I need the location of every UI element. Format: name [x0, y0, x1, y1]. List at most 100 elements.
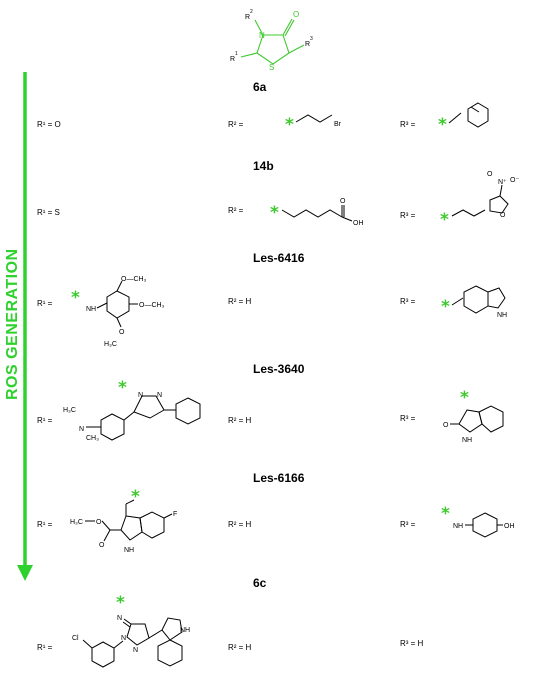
attachment-star: * — [71, 288, 80, 308]
core-n-r2-bond — [254, 19, 264, 36]
core-ring-bonds — [256, 34, 290, 65]
r1-label: R¹ = O — [37, 120, 61, 129]
r3-label: R³ = — [400, 211, 416, 220]
r3-indole-pyrrole — [487, 287, 506, 309]
r1-ome-bond-3 — [116, 317, 122, 328]
r1-indole-bond — [148, 629, 163, 639]
r3-oxindole-lactam — [458, 409, 483, 433]
core-r1-sup: 1 — [235, 51, 238, 57]
r2-label: R² = H — [228, 297, 252, 306]
compound-name: Les-3640 — [253, 362, 305, 376]
compound-6a: 6a R¹ = O R² = R³ = * Br * — [37, 80, 489, 135]
core-s-atom: S — [269, 63, 274, 72]
r1-pyrazoline — [133, 395, 165, 419]
compound-name: 6c — [253, 576, 267, 590]
core-carbonyl-bond-2 — [284, 19, 295, 37]
r3-oxindole-benzo — [478, 405, 504, 433]
r1-link-bond — [123, 411, 135, 421]
r3-nitro-o1: O — [487, 171, 493, 178]
r1-ome-1: O—CH₃ — [121, 276, 147, 283]
r1-fluoro-bond — [163, 513, 173, 519]
r1-cl-bond — [82, 639, 93, 649]
compound-14b: 14b R¹ = S R² = R³ = * O OH * O N⁺ O O⁻ — [37, 159, 519, 230]
r3-hydroxyl: OH — [504, 523, 515, 530]
r1-phenyl-2 — [175, 397, 201, 425]
r3-label: R³ = H — [400, 639, 424, 648]
r1-vinyl-bond-2 — [125, 499, 135, 505]
attachment-star: * — [441, 504, 450, 524]
r2-label: R² = H — [228, 416, 252, 425]
r1-ch3: H₃C — [104, 341, 117, 348]
r2-label: R² = H — [228, 520, 252, 529]
compound-les-6166: Les-6166 R¹ = R² = H R³ = H₃C O O F NH *… — [37, 471, 515, 554]
r1-me1: H₃C — [63, 407, 76, 414]
r1-imine-n: N — [117, 615, 122, 622]
r1-label: R¹ = — [37, 299, 53, 308]
attachment-star: * — [116, 593, 125, 613]
r1-chlorophenyl — [91, 641, 115, 668]
ros-generation-arrow: ROS GENERATION — [4, 72, 33, 581]
core-carbonyl-bond — [282, 18, 293, 36]
r1-indole-pyrrole — [120, 515, 143, 541]
r1-pz-n2: N — [157, 392, 162, 399]
compound-name: Les-6416 — [253, 251, 305, 265]
r1-pz-n1: N — [138, 392, 143, 399]
attachment-star: * — [441, 297, 450, 317]
compound-les-3640: Les-3640 R¹ = R² = H R³ = H₃C N CH₃ * N … — [37, 362, 504, 444]
attachment-star: * — [270, 203, 279, 223]
r3-indole-nh: NH — [497, 312, 507, 319]
r3-phenol-ring — [472, 512, 498, 538]
r1-indole-benzo — [157, 639, 183, 667]
r2-label: R² = — [228, 206, 244, 215]
r3-oxindole-nh: NH — [462, 437, 472, 444]
core-o-atom: O — [293, 10, 299, 19]
r1-me2: CH₃ — [86, 435, 99, 442]
r2-hydroxyl-bond — [341, 216, 353, 222]
r3-label: R³ = — [400, 120, 416, 129]
r1-label: R¹ = S — [37, 208, 60, 217]
r3-vinyl — [451, 297, 464, 306]
r1-phenyl — [100, 413, 125, 441]
r1-pz-n1: N — [121, 635, 126, 642]
r1-ester-carbonyl — [103, 529, 111, 542]
r3-label: R³ = — [400, 414, 416, 423]
r1-ome-3: O — [119, 329, 125, 336]
r1-indole-nh: NH — [124, 547, 134, 554]
r3-phenyl-db — [470, 106, 480, 113]
r1-indole-nh: NH — [180, 627, 190, 634]
r3-diene — [451, 209, 486, 217]
attachment-star: * — [118, 378, 127, 398]
arrow-head — [17, 565, 33, 581]
compound-les-6416: Les-6416 R¹ = R² = H R³ = * NH O—CH₃ O—C… — [37, 251, 507, 348]
r3-furan-o: O — [500, 212, 506, 219]
core-r3-label: R — [305, 41, 310, 48]
core-n-atom: N — [259, 31, 265, 40]
ros-generation-label: ROS GENERATION — [4, 248, 21, 400]
r1-indole-pyrrole — [161, 617, 183, 641]
r1-aryl-bond — [113, 640, 124, 649]
core-r1-bond — [240, 52, 258, 58]
compound-name: Les-6166 — [253, 471, 305, 485]
r1-pyrazole — [126, 623, 150, 646]
core-r3-bond — [288, 44, 305, 54]
r1-label: R¹ = — [37, 520, 53, 529]
core-scaffold: N S O R 2 R 1 R 3 — [230, 9, 313, 72]
r3-indole-benzo — [463, 285, 489, 314]
compound-name: 14b — [253, 159, 274, 173]
r2-chain — [281, 209, 343, 218]
r3-label: R³ = — [400, 297, 416, 306]
r3-furan — [489, 195, 509, 214]
core-r3-sup: 3 — [310, 36, 313, 42]
attachment-star: * — [460, 388, 469, 408]
r2-label: R² = H — [228, 643, 252, 652]
r1-methyl: H₃C — [70, 519, 83, 526]
r3-vinyl — [448, 112, 462, 124]
r3-oxindole-o: O — [443, 422, 449, 429]
r1-fluorine: F — [173, 511, 177, 518]
attachment-star: * — [440, 210, 449, 230]
r1-ester-o2: O — [99, 542, 105, 549]
r3-nitro-bond — [499, 184, 503, 197]
r1-ome-bond-1 — [116, 280, 123, 292]
r1-indole-benzo — [139, 511, 165, 539]
